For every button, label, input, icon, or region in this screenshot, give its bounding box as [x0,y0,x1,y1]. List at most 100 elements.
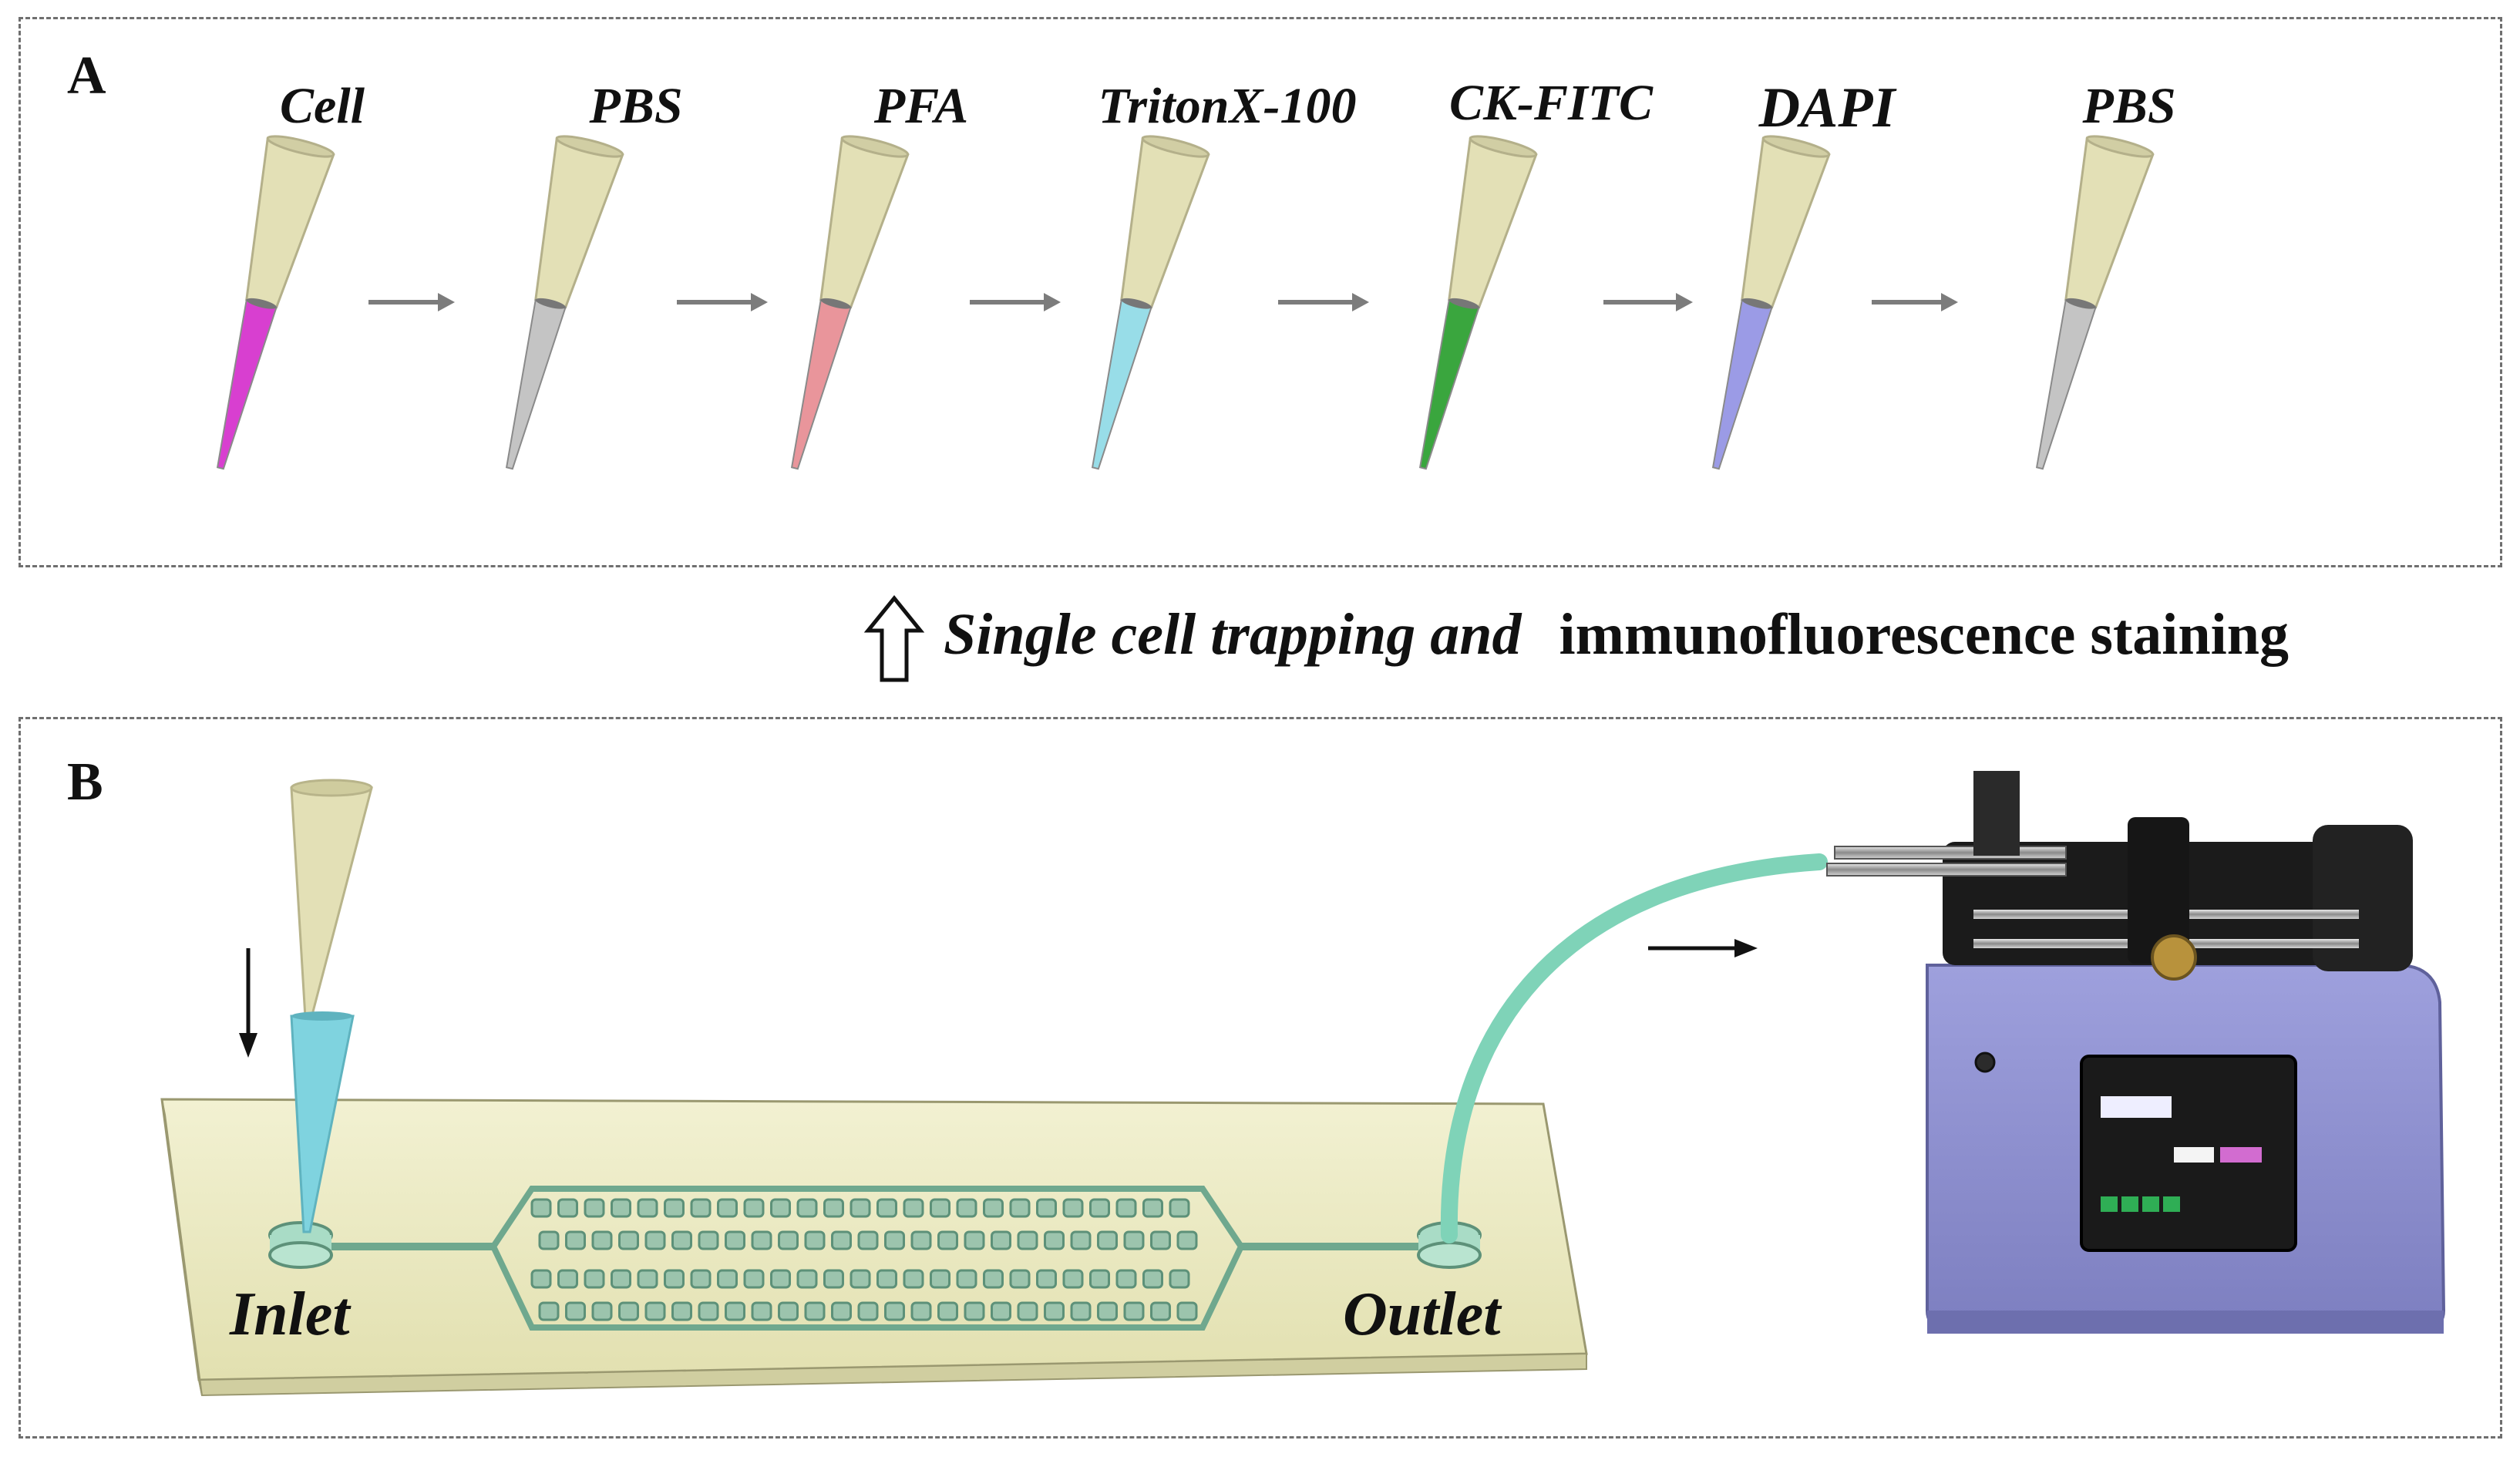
trap-chamber [1176,1230,1198,1250]
step-label-pbs-2: PBS [2082,78,2176,134]
microfluidic-chip [160,1098,1588,1397]
pump-base [1927,1311,2444,1334]
trap-chamber [796,1269,818,1289]
inlet-label: Inlet [230,1280,350,1348]
trap-chamber [778,1230,799,1250]
pipette-tip [505,135,624,470]
pump-display-field [2101,1096,2172,1118]
tip-fluid [1091,298,1152,470]
trap-chamber [618,1230,639,1250]
pipette-tip [1091,135,1210,470]
trap-chamber [1044,1230,1065,1250]
trap-chamber [1089,1198,1110,1218]
trap-chamber [557,1198,578,1218]
trap-chamber [964,1230,985,1250]
tip-fluid [2035,298,2097,470]
trap-chamber [1044,1301,1065,1321]
step-arrow-icon [1603,293,1693,311]
trap-chamber [584,1198,605,1218]
outlet-label: Outlet [1343,1280,1501,1348]
step-arrow-icon [677,293,768,311]
trap-chamber [1070,1230,1092,1250]
trap-chamber [637,1269,658,1289]
trap-chamber [1142,1269,1163,1289]
trap-chamber [910,1230,932,1250]
step-arrow-icon [1278,293,1369,311]
trap-chamber [1169,1198,1190,1218]
trap-chamber [831,1301,852,1321]
up-arrow-icon [863,595,925,682]
trap-chamber [770,1269,791,1289]
trap-chamber [937,1230,958,1250]
trap-chamber [1123,1230,1145,1250]
trap-chamber [1150,1230,1171,1250]
syringe-clamp [1973,771,2020,856]
step-label-pfa: PFA [873,78,969,134]
trap-chamber [538,1301,560,1321]
trap-chamber [804,1301,826,1321]
pipette-tip [1418,135,1538,470]
trap-chamber [991,1230,1011,1250]
trap-chamber [565,1301,586,1321]
trap-chamber [698,1301,719,1321]
trap-chamber [1089,1269,1110,1289]
trap-chamber [751,1301,772,1321]
step-arrow-icon [970,293,1061,311]
trap-chamber [964,1301,985,1321]
step-label-cell: Cell [280,78,365,134]
trap-chamber [1176,1301,1198,1321]
pump-start-icon [2101,1196,2118,1212]
tip-fluid [1711,298,1773,470]
trap-chamber [538,1230,560,1250]
panel-b-letter: B [67,752,103,812]
trap-chamber [823,1198,844,1218]
trap-chamber [903,1198,924,1218]
trap-chamber [857,1230,879,1250]
thumbwheel-icon [2151,934,2197,981]
step-arrow-icon [1872,293,1958,311]
step-arrow-icon [368,293,455,311]
trap-chamber [1142,1198,1163,1218]
trap-chamber [1123,1301,1145,1321]
trap-chamber [611,1198,631,1218]
trap-chamber [956,1198,977,1218]
trap-chamber [991,1301,1011,1321]
trap-chamber [557,1269,578,1289]
trap-chamber [1062,1269,1084,1289]
trap-chamber [804,1230,826,1250]
trap-chamber [725,1230,745,1250]
trap-chamber [778,1301,799,1321]
trap-chamber [1009,1269,1031,1289]
trap-chamber [565,1230,586,1250]
trap-chamber [884,1230,905,1250]
trap-chamber [1070,1301,1092,1321]
trap-chamber [671,1301,692,1321]
pusher-block [2128,817,2189,964]
trap-chamber [1062,1198,1084,1218]
trap-chamber [876,1269,897,1289]
trap-chamber [1169,1269,1190,1289]
trap-chamber [1017,1230,1038,1250]
syringe-top [1834,846,2067,860]
trap-chamber [611,1269,631,1289]
tip-fluid [505,298,567,470]
trap-chamber [910,1301,932,1321]
trap-chamber [1097,1230,1118,1250]
trap-chamber [664,1198,685,1218]
trap-chamber [1009,1198,1031,1218]
panel-a-staining-steps: A [19,17,2502,567]
trap-chamber [983,1269,1004,1289]
trap-chamber [644,1230,666,1250]
trap-array-outline [490,1186,1245,1331]
trap-chamber [664,1269,685,1289]
caption-plain: immunofluorescence staining [1559,602,2290,667]
step-label-dapi: DAPI [1758,76,1896,140]
syringe-pump [1826,771,2446,1334]
trap-chamber [1097,1301,1118,1321]
trap-chamber [690,1269,712,1289]
panel-a-letter: A [67,46,106,106]
trap-chamber [1036,1198,1057,1218]
flow-arrow-icon [1648,939,1758,957]
step-label-ck-fitc: CK-FITC [1448,75,1654,131]
trap-chamber [770,1198,791,1218]
